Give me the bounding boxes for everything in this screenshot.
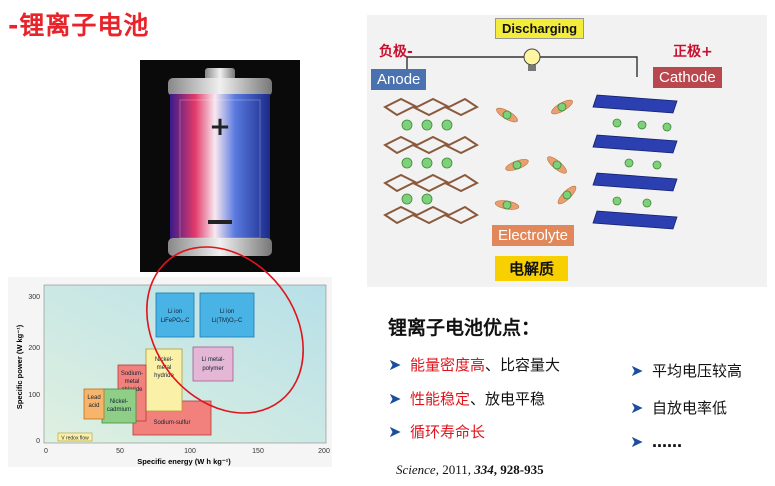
citation: Science, 2011, 334, 928-935 [396, 462, 544, 477]
xtick: 50 [116, 448, 124, 455]
electrolyte-label: Electrolyte [492, 225, 575, 246]
arrow-icon: ➤ [388, 422, 402, 441]
svg-text:acid: acid [88, 403, 99, 409]
svg-text:Li ion: Li ion [220, 309, 234, 315]
svg-text:cadmium: cadmium [107, 407, 131, 413]
svg-text:LiFePO₄-C: LiFePO₄-C [160, 318, 190, 324]
page-title: -锂离子电池 [8, 11, 150, 40]
svg-text:Li metal-: Li metal- [201, 357, 224, 363]
battery-schematic: Discharging 负极- Anode 正极+ Cathode Electr… [367, 15, 767, 287]
arrow-icon: ➤ [388, 355, 402, 374]
region-litmo2 [199, 292, 255, 338]
arrow-icon: ➤ [630, 398, 644, 417]
region-nicd [101, 388, 137, 424]
svg-text:Sodium-: Sodium- [121, 371, 143, 377]
discharging-label: Discharging [495, 18, 585, 39]
battery-icon: + [168, 68, 272, 256]
xtick: 200 [318, 448, 330, 455]
advantage-item: ➤ 平均电压较高 [630, 361, 743, 380]
ytick: 300 [28, 294, 40, 301]
xtick: 100 [184, 448, 196, 455]
region-lead-acid [83, 388, 105, 420]
svg-text:+: + [209, 112, 231, 142]
svg-text:hydride: hydride [154, 373, 174, 379]
ytick: 100 [28, 392, 40, 399]
region-v-redox [57, 432, 93, 442]
arrow-icon: ➤ [388, 389, 402, 408]
svg-text:Nickel-: Nickel- [155, 357, 173, 363]
svg-text:metal: metal [157, 365, 172, 371]
electrolyte-cn-label: 电解质 [495, 256, 569, 281]
anode-label: Anode [371, 69, 427, 90]
y-axis-label: Specific power (W kg⁻¹) [15, 324, 24, 409]
svg-text:Lead: Lead [87, 395, 100, 401]
region-lifepo4 [155, 292, 195, 338]
anode-cn-label: 负极- [379, 44, 413, 60]
advantage-item: ➤ 能量密度高、比容量大 [388, 355, 561, 374]
region-li-metal-polymer [192, 346, 234, 382]
cathode-label: Cathode [653, 67, 722, 88]
xtick: 0 [44, 448, 48, 455]
cathode-cn-label: 正极+ [673, 44, 713, 60]
highlight-ellipse [146, 246, 304, 414]
svg-text:Li(TM)O₂-C: Li(TM)O₂-C [212, 318, 243, 324]
advantages-title: 锂离子电池优点： [388, 317, 541, 339]
ragone-chart: 0 100 200 300 0 50 100 150 200 Specific … [8, 277, 332, 467]
battery-image: + [140, 60, 300, 272]
bulb-icon [523, 48, 541, 66]
ytick: 0 [36, 438, 40, 445]
advantage-item: ➤ …… [630, 432, 682, 451]
svg-text:Nickel-: Nickel- [110, 399, 128, 405]
advantage-item: ➤ 自放电率低 [630, 398, 728, 417]
svg-text:Sodium-sulfur: Sodium-sulfur [153, 420, 190, 426]
svg-text:metal: metal [125, 379, 140, 385]
svg-text:Li ion: Li ion [168, 309, 182, 315]
xtick: 150 [252, 448, 264, 455]
advantage-item: ➤ 性能稳定、放电平稳 [388, 389, 546, 408]
svg-text:V redox flow: V redox flow [61, 436, 89, 442]
arrow-icon: ➤ [630, 432, 644, 451]
svg-text:polymer: polymer [202, 366, 223, 372]
arrow-icon: ➤ [630, 361, 644, 380]
ytick: 200 [28, 345, 40, 352]
advantage-item: ➤ 循环寿命长 [388, 422, 486, 441]
x-axis-label: Specific energy (W h kg⁻¹) [137, 457, 231, 466]
